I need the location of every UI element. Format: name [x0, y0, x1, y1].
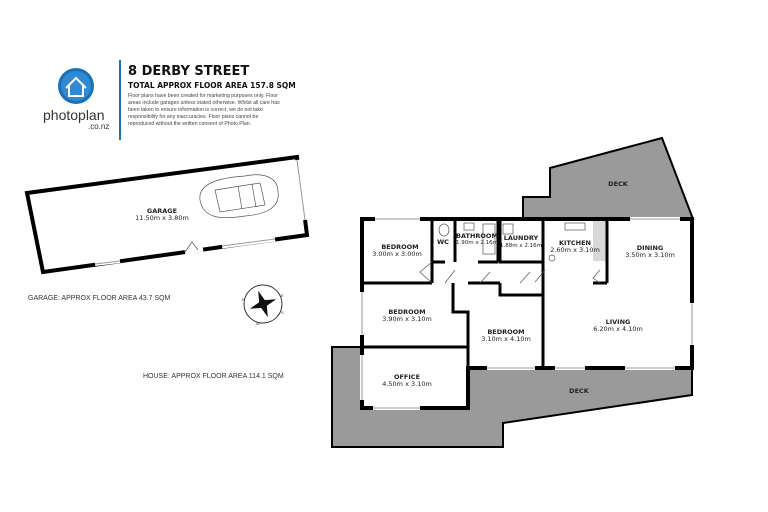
- compass-label: W: [256, 321, 260, 326]
- compass-label: N: [242, 297, 245, 302]
- car-icon: [199, 174, 279, 219]
- brand-name: photoplan: [43, 107, 105, 123]
- house-icon: [65, 76, 87, 97]
- dining-label: DINING: [637, 244, 663, 252]
- laundry-dims: 1.88m x 2.16m: [500, 243, 542, 249]
- disclaimer-line: responsibility for any inaccuracies. Flo…: [128, 114, 258, 120]
- living-dims: 6.20m x 4.10m: [593, 325, 643, 333]
- shower-icon: [482, 223, 496, 255]
- office-dims: 4.50m x 3.10m: [382, 380, 432, 388]
- garage-label: GARAGE: [147, 207, 177, 215]
- dining-dims: 3.50m x 3.10m: [625, 251, 675, 259]
- office-label: OFFICE: [394, 373, 420, 381]
- total-area: TOTAL APPROX FLOOR AREA 157.8 SQM: [128, 81, 296, 90]
- sink-icon: [564, 222, 586, 231]
- disclaimer-line: reproduced without the written consent o…: [128, 121, 251, 127]
- brand-suffix: .co.nz: [88, 122, 109, 131]
- bathroom-label: BATHROOM: [456, 232, 498, 240]
- bedroom2-dims: 3.90m x 3.10m: [382, 315, 432, 323]
- kitchen-dims: 2.60m x 3.10m: [550, 246, 600, 254]
- garage: GARAGE 11.50m x 3.80m: [24, 154, 310, 275]
- deck-top-label: DECK: [608, 180, 629, 188]
- bathroom-dims: 1.90m x 2.16m: [456, 240, 498, 246]
- disclaimer-line: areas include garages unless stated othe…: [128, 100, 280, 106]
- stove-icon: [548, 254, 556, 262]
- basin-icon: [463, 222, 475, 231]
- bedroom3-dims: 3.10m x 4.10m: [481, 335, 531, 343]
- photoplan-logo: photoplan .co.nz: [43, 68, 109, 131]
- bedroom1-dims: 3.00m x 3.00m: [372, 250, 422, 258]
- house-walls: [360, 217, 694, 410]
- house-area-note: HOUSE: APPROX FLOOR AREA 114.1 SQM: [143, 373, 284, 380]
- toilet-icon: [438, 223, 450, 237]
- bedroom1-label: BEDROOM: [381, 243, 418, 251]
- deck-bottom-label: DECK: [569, 387, 590, 395]
- compass-label: E: [281, 293, 284, 298]
- living-label: LIVING: [606, 318, 631, 326]
- page-title: 8 DERBY STREET: [128, 64, 249, 79]
- wc-label: WC: [437, 238, 449, 246]
- laundry-label: LAUNDRY: [504, 234, 539, 242]
- bedroom2-label: BEDROOM: [388, 308, 425, 316]
- tub-icon: [502, 223, 514, 235]
- compass-label: S: [281, 310, 284, 315]
- compass-rose-icon: N E S W: [242, 284, 284, 326]
- deck-top: [522, 136, 695, 220]
- bedroom3-label: BEDROOM: [487, 328, 524, 336]
- garage-dims: 11.50m x 3.80m: [135, 214, 189, 222]
- garage-area-note: GARAGE: APPROX FLOOR AREA 43.7 SQM: [28, 295, 171, 302]
- disclaimer: Floor plans have been created for market…: [128, 93, 280, 127]
- disclaimer-line: Floor plans have been created for market…: [128, 93, 278, 99]
- garage-door-swing: [184, 241, 199, 253]
- disclaimer-line: been taken to ensure information is corr…: [128, 107, 263, 113]
- kitchen-label: KITCHEN: [559, 239, 591, 247]
